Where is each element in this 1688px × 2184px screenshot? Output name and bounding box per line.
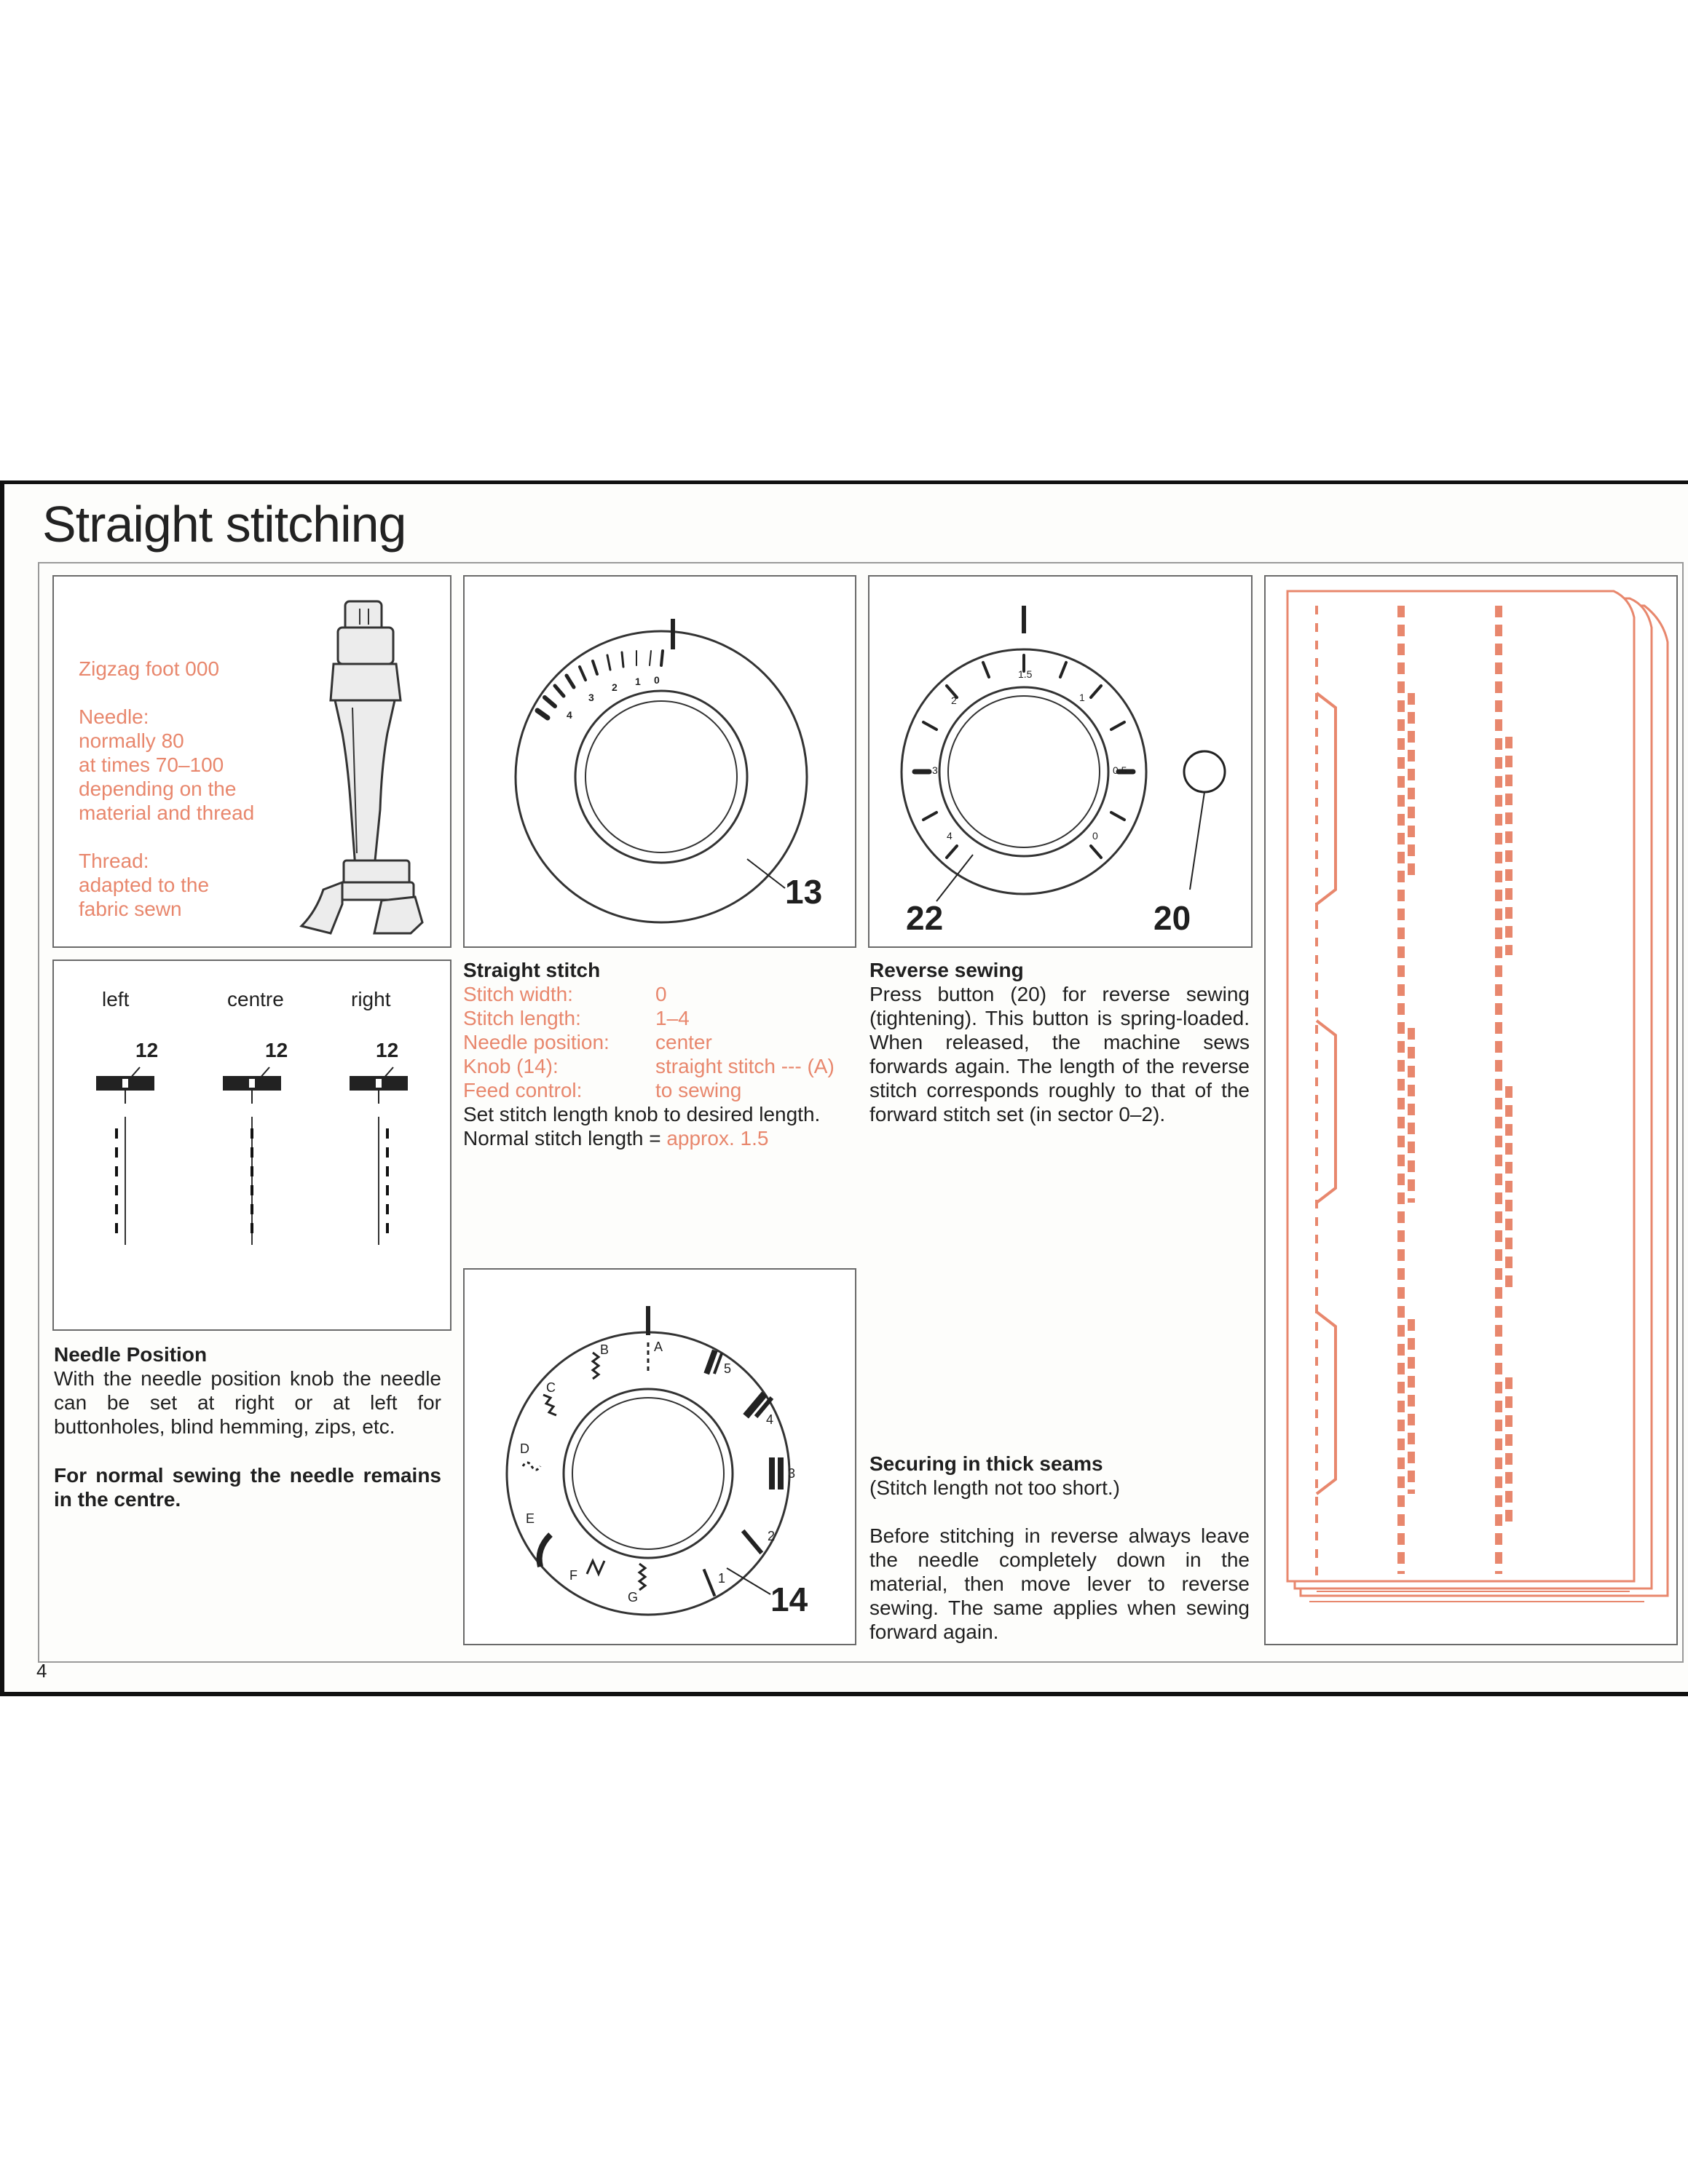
setting-label-width: Stitch width: (463, 983, 573, 1005)
needle-heading: Needle: (79, 705, 149, 728)
pattern-letter-b: B (600, 1342, 610, 1357)
foot-name: Zigzag foot 000 (79, 657, 220, 680)
width-scale-0: 0 (654, 674, 660, 686)
length-scale-0: 0 (1092, 830, 1098, 842)
pattern-letter-a: A (654, 1340, 663, 1354)
needle-position-body: With the needle position knob the needle… (54, 1367, 441, 1438)
position-label-right: right (351, 988, 391, 1010)
straight-stitch-line-2: Normal stitch length = approx. 1.5 (463, 1126, 768, 1150)
marker-centre: 12 (265, 1039, 288, 1061)
needle-line-1: normally 80 (79, 729, 184, 752)
pattern-number-4: 4 (766, 1412, 774, 1427)
callout-22: 22 (906, 899, 944, 937)
callout-13: 13 (785, 873, 823, 911)
pattern-letter-f: F (569, 1568, 577, 1583)
width-scale-4: 4 (567, 709, 572, 721)
thread-line-1: adapted to the (79, 874, 210, 896)
content-frame (38, 562, 1684, 1663)
zigzag-foot-illustration (299, 600, 424, 935)
stitch-width-dial (514, 619, 808, 924)
line-2-value: approx. 1.5 (666, 1127, 769, 1150)
length-scale-1-5: 1.5 (1018, 668, 1033, 680)
pattern-number-3: 3 (788, 1466, 796, 1481)
setting-value-needle: center (655, 1031, 712, 1053)
thread-line-2: fabric sewn (79, 898, 182, 920)
needle-position-diagram (96, 1067, 408, 1245)
setting-label-needle: Needle position: (463, 1031, 610, 1053)
needle-line-2: at times 70–100 (79, 753, 224, 776)
line-2-prefix: Normal stitch length = (463, 1127, 667, 1150)
setting-value-width: 0 (655, 983, 667, 1005)
page-title: Straight stitching (42, 496, 406, 553)
thick-seams-body: Before stitching in reverse always leave… (869, 1524, 1250, 1643)
pattern-letter-d: D (520, 1441, 529, 1456)
length-scale-2: 2 (951, 695, 957, 706)
presser-foot-panel: Zigzag foot 000 Needle: normally 80 at t… (52, 575, 451, 948)
width-scale-3: 3 (588, 692, 594, 703)
straight-stitch-line-1: Set stitch length knob to desired length… (463, 1103, 821, 1125)
layered-fabric-illustration (1286, 590, 1669, 1602)
length-scale-0-5: 0.5 (1113, 764, 1127, 776)
thick-seams-heading: Securing in thick seams (869, 1452, 1103, 1475)
setting-value-knob: straight stitch --- (A) (655, 1055, 835, 1077)
needle-line-3: depending on the (79, 778, 237, 800)
pattern-number-1: 1 (718, 1571, 726, 1586)
straight-stitch-heading: Straight stitch (463, 959, 601, 981)
position-label-left: left (102, 988, 130, 1010)
fabric-illustration-panel (1264, 575, 1678, 1645)
pattern-number-5: 5 (724, 1361, 732, 1376)
reverse-sewing-body: Press button (20) for reverse sewing (ti… (869, 983, 1250, 1125)
width-scale-2: 2 (612, 681, 618, 693)
needle-positions-panel: left centre right 12 12 12 (52, 960, 451, 1331)
callout-14: 14 (770, 1580, 808, 1618)
setting-label-knob: Knob (14): (463, 1055, 559, 1077)
needle-position-note: For normal sewing the needle remains in … (54, 1464, 441, 1511)
thick-seams-subheading: (Stitch length not too short.) (869, 1476, 1120, 1499)
length-scale-1: 1 (1079, 692, 1085, 703)
callout-20: 20 (1153, 899, 1191, 937)
stitch-length-dial-panel: 1.5 1 0.5 0 4 3 2 22 20 (868, 575, 1253, 948)
setting-value-length: 1–4 (655, 1007, 690, 1029)
reverse-sewing-heading: Reverse sewing (869, 959, 1024, 981)
pattern-selector-dial-panel: A B C D E F G 5 4 3 2 1 14 (463, 1268, 856, 1645)
pattern-number-2: 2 (768, 1529, 776, 1543)
needle-position-heading: Needle Position (54, 1343, 208, 1366)
stitch-width-dial-panel: 4 3 2 1 0 13 (463, 575, 856, 948)
setting-value-feed: to sewing (655, 1079, 742, 1101)
setting-label-length: Stitch length: (463, 1007, 581, 1029)
pattern-selector-dial (505, 1306, 791, 1616)
page-number: 4 (36, 1660, 47, 1682)
pattern-letter-c: C (546, 1380, 556, 1395)
length-scale-4: 4 (947, 830, 953, 842)
length-scale-3: 3 (932, 764, 938, 776)
stitch-length-dial (900, 606, 1226, 902)
marker-right: 12 (376, 1039, 399, 1061)
width-scale-1: 1 (635, 676, 641, 687)
pattern-letter-g: G (628, 1590, 639, 1605)
needle-line-4: material and thread (79, 802, 255, 824)
setting-label-feed: Feed control: (463, 1079, 583, 1101)
pattern-letter-e: E (526, 1511, 535, 1526)
marker-left: 12 (135, 1039, 159, 1061)
thread-heading: Thread: (79, 850, 149, 872)
position-label-centre: centre (227, 988, 284, 1010)
